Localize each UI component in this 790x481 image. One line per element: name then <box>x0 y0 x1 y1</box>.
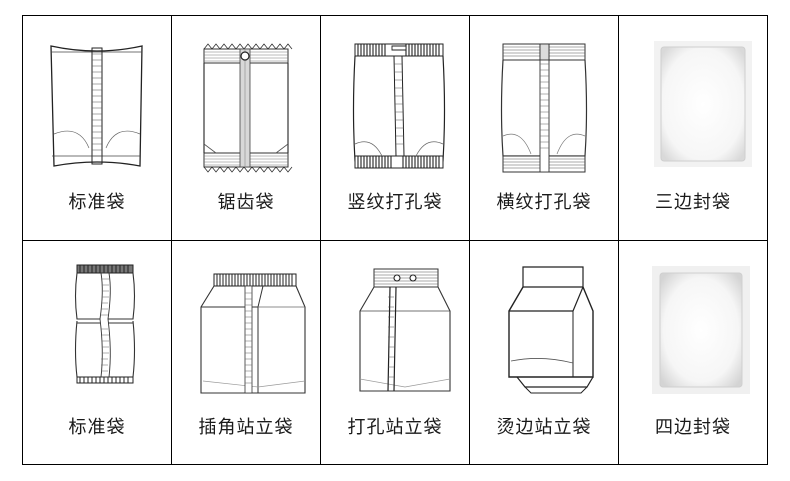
hanghole-standup-pouch-icon <box>321 241 469 403</box>
bag-cell: 竖纹打孔袋 <box>321 16 470 241</box>
bag-cell: 插角站立袋 <box>172 240 321 465</box>
horizontal-stripe-hanghole-pouch-icon <box>470 16 618 178</box>
bag-cell: 三边封袋 <box>619 16 768 241</box>
bag-cell: 标准袋 <box>23 240 172 465</box>
vertical-stripe-hanghole-pouch-icon <box>321 16 469 178</box>
bag-cell: 打孔站立袋 <box>321 240 470 465</box>
three-side-seal-pouch-icon <box>619 16 767 178</box>
bag-label: 锯齿袋 <box>217 192 275 213</box>
bag-label: 烫边站立袋 <box>496 416 592 438</box>
bag-label: 打孔站立袋 <box>347 416 443 438</box>
bag-label: 横纹打孔袋 <box>496 192 592 213</box>
bag-cell: 烫边站立袋 <box>470 240 619 465</box>
four-side-seal-pouch-icon <box>619 241 767 403</box>
bag-label: 四边封袋 <box>655 416 731 438</box>
bag-label: 三边封袋 <box>655 192 731 213</box>
heat-seal-edge-standup-pouch-icon <box>470 241 618 403</box>
bag-label: 竖纹打孔袋 <box>347 192 443 213</box>
gusset-standup-pouch-icon <box>172 241 320 403</box>
standard-pouch-icon <box>23 16 171 178</box>
bag-cell: 标准袋 <box>23 16 172 241</box>
bag-label: 插角站立袋 <box>198 416 294 438</box>
bag-label: 标准袋 <box>68 192 126 213</box>
serrated-pouch-icon <box>172 16 320 178</box>
bag-cell: 横纹打孔袋 <box>470 16 619 241</box>
bag-cell: 四边封袋 <box>619 240 768 465</box>
bag-label: 标准袋 <box>68 416 126 438</box>
standard-pouch-variant-icon <box>23 241 171 403</box>
bag-type-grid: 标准袋 锯齿袋 <box>22 15 768 465</box>
bag-cell: 锯齿袋 <box>172 16 321 241</box>
